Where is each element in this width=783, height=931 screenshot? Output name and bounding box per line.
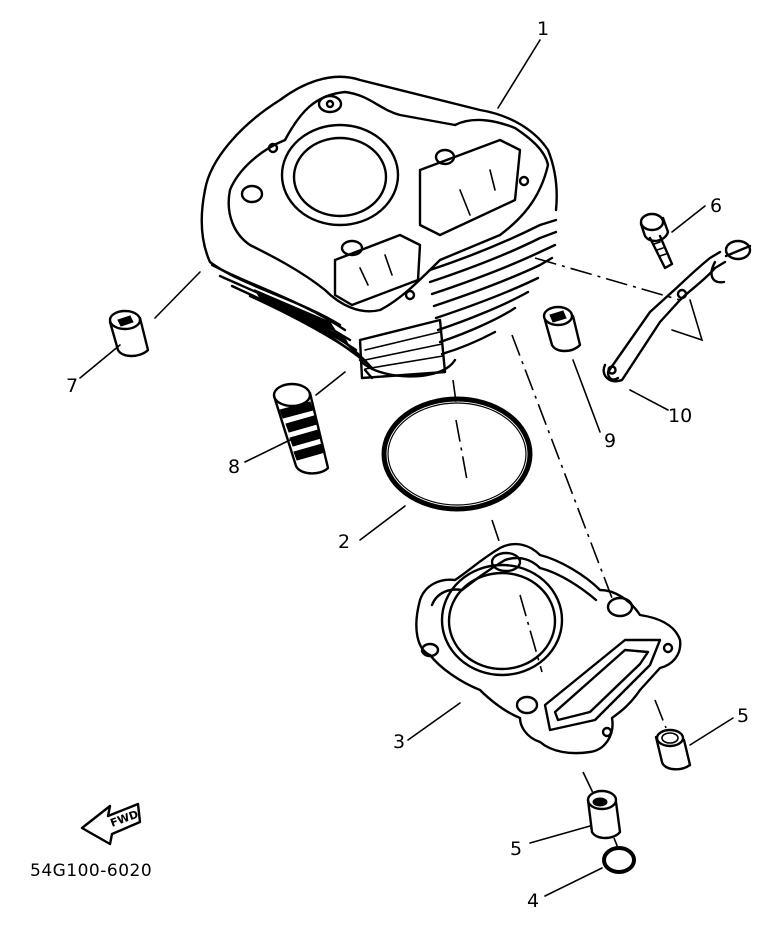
leader-lines [79, 39, 734, 897]
cylinder-gasket-drawing [415, 542, 682, 755]
callout-4: 4 [527, 890, 539, 912]
callout-8: 8 [228, 456, 240, 478]
bracket-drawing [602, 239, 752, 383]
callout-7: 7 [66, 375, 78, 397]
stud-bolt-drawing [272, 382, 330, 475]
callout-10: 10 [668, 405, 692, 427]
dowel-pin-left-drawing [108, 309, 150, 358]
callout-6: 6 [710, 195, 722, 217]
callout-2: 2 [338, 531, 350, 553]
o-ring-small-drawing [602, 846, 636, 874]
dowel-pin-bottom-drawing [586, 789, 622, 840]
callout-9: 9 [604, 430, 616, 452]
callout-1: 1 [537, 18, 549, 40]
part-code: 54G100-6020 [30, 861, 152, 881]
dowel-pin-right-drawing [654, 728, 692, 771]
callout-5-right: 5 [737, 705, 749, 727]
o-ring-drawing [381, 396, 533, 512]
fwd-label: FWD [109, 808, 140, 830]
callout-3: 3 [393, 731, 405, 753]
bolt-drawing [639, 212, 674, 270]
dowel-pin-mid-drawing [542, 305, 582, 353]
cylinder-drawing [200, 75, 558, 380]
callout-5-bottom: 5 [510, 838, 522, 860]
fwd-arrow-icon: FWD [80, 802, 142, 846]
